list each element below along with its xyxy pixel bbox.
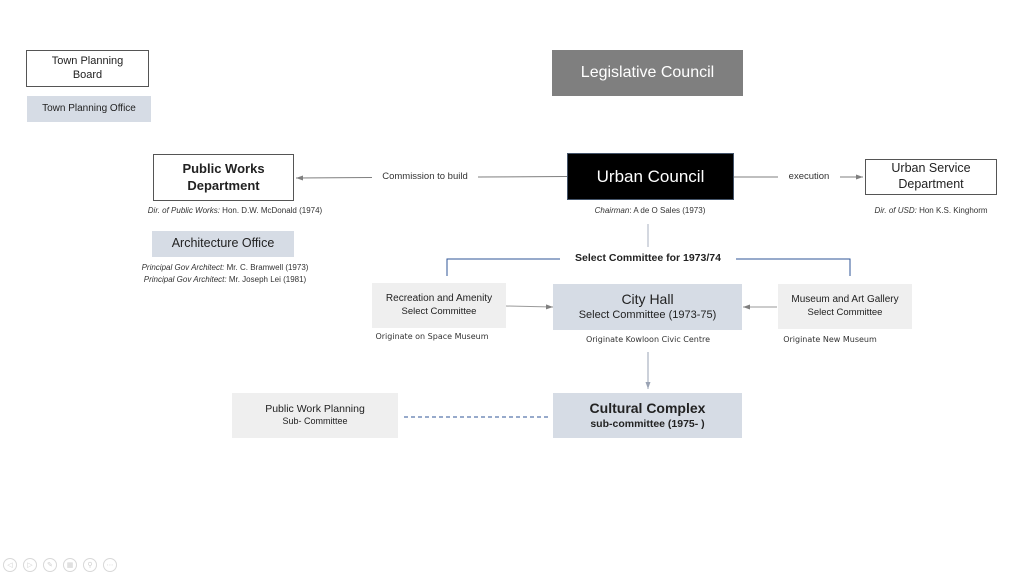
connector-bracket-left (446, 258, 560, 276)
public-work-planning-line2: Sub- Committee (282, 416, 348, 427)
public-works-caption-name: Hon. D.W. McDonald (1974) (222, 206, 323, 215)
town-planning-board-label: Town Planning Board (51, 54, 124, 81)
commission-to-build-label: Commission to build (382, 171, 468, 182)
execution-label: execution (788, 171, 830, 182)
architecture-office: Architecture Office (152, 231, 294, 257)
public-work-planning-committee: Public Work Planning Sub- Committee (232, 393, 398, 438)
cultural-complex-line1: Cultural Complex (589, 400, 706, 417)
legislative-council: Legislative Council (552, 50, 743, 96)
pen-icon[interactable]: ✎ (43, 558, 57, 572)
city-hall-committee: City Hall Select Committee (1973-75) (553, 284, 742, 330)
public-work-planning-line1: Public Work Planning (265, 403, 365, 416)
city-hall-caption: Originate Kowloon Civic Centre (585, 335, 711, 344)
legislative-council-label: Legislative Council (580, 64, 715, 81)
public-works-department-label: Public Works Department (182, 161, 265, 193)
slides-overview-icon[interactable]: ▦ (63, 558, 77, 572)
urban-service-caption-name: Hon K.S. Kinghorm (919, 206, 988, 215)
next-slide-icon[interactable]: ▷ (23, 558, 37, 572)
urban-council-caption-role: Chairman (594, 206, 630, 215)
architecture-caption-2-name: Mr. Joseph Lei (1981) (228, 275, 307, 284)
connector-bracket-right (736, 258, 851, 276)
recreation-amenity-line2: Select Committee (401, 305, 477, 317)
museum-art-gallery-caption: Originate New Museum (783, 335, 877, 344)
architecture-caption-2-role: Principal Gov Architect: (143, 275, 227, 284)
recreation-amenity-line1: Recreation and Amenity (385, 293, 493, 305)
zoom-icon[interactable]: ⚲ (83, 558, 97, 572)
architecture-caption-1-name: Mr. C. Bramwell (1973) (226, 263, 309, 272)
urban-service-caption: Dir. of USD: Hon K.S. Kinghorm (850, 206, 1012, 215)
architecture-caption-2: Principal Gov Architect: Mr. Joseph Lei … (110, 275, 340, 284)
urban-council-caption-name: : A de O Sales (1973) (629, 206, 706, 215)
architecture-office-label: Architecture Office (171, 236, 275, 251)
city-hall-line2: Select Committee (1973-75) (578, 308, 717, 321)
museum-art-gallery-line1: Museum and Art Gallery (791, 294, 899, 306)
urban-council: Urban Council (567, 153, 734, 200)
urban-service-department: Urban Service Department (865, 159, 997, 195)
city-hall-line1: City Hall (621, 291, 674, 308)
recreation-amenity-caption: Originate on Space Museum (375, 332, 489, 341)
museum-art-gallery-line2: Select Committee (807, 306, 883, 318)
more-options-icon[interactable]: ⋯ (103, 558, 117, 572)
connector-commission-right (477, 176, 568, 178)
recreation-amenity-committee: Recreation and Amenity Select Committee (372, 283, 506, 328)
urban-council-caption: Chairman: A de O Sales (1973) (550, 206, 750, 215)
select-committee-header: Select Committee for 1973/74 (575, 252, 721, 264)
architecture-caption-1: Principal Gov Architect: Mr. C. Bramwell… (110, 263, 340, 272)
town-planning-office-label: Town Planning Office (42, 102, 136, 114)
town-planning-board: Town Planning Board (26, 50, 149, 87)
public-works-caption: Dir. of Public Works: Hon. D.W. McDonald… (110, 206, 360, 215)
museum-art-gallery-committee: Museum and Art Gallery Select Committee (778, 284, 912, 329)
connector-commission-left (295, 175, 373, 181)
architecture-caption-1-role: Principal Gov Architect: (141, 263, 225, 272)
public-works-caption-role: Dir. of Public Works: (147, 206, 220, 215)
urban-service-caption-role: Dir. of USD: (874, 206, 917, 215)
urban-service-department-label: Urban Service Department (891, 161, 971, 191)
cultural-complex-line2: sub-committee (1975- ) (590, 417, 705, 430)
cultural-complex-committee: Cultural Complex sub-committee (1975- ) (553, 393, 742, 438)
connector-recreation-cityhall (505, 304, 554, 310)
previous-slide-icon[interactable]: ◁ (3, 558, 17, 572)
urban-council-label: Urban Council (596, 166, 705, 186)
town-planning-office: Town Planning Office (27, 96, 151, 122)
public-works-department: Public Works Department (153, 154, 294, 201)
